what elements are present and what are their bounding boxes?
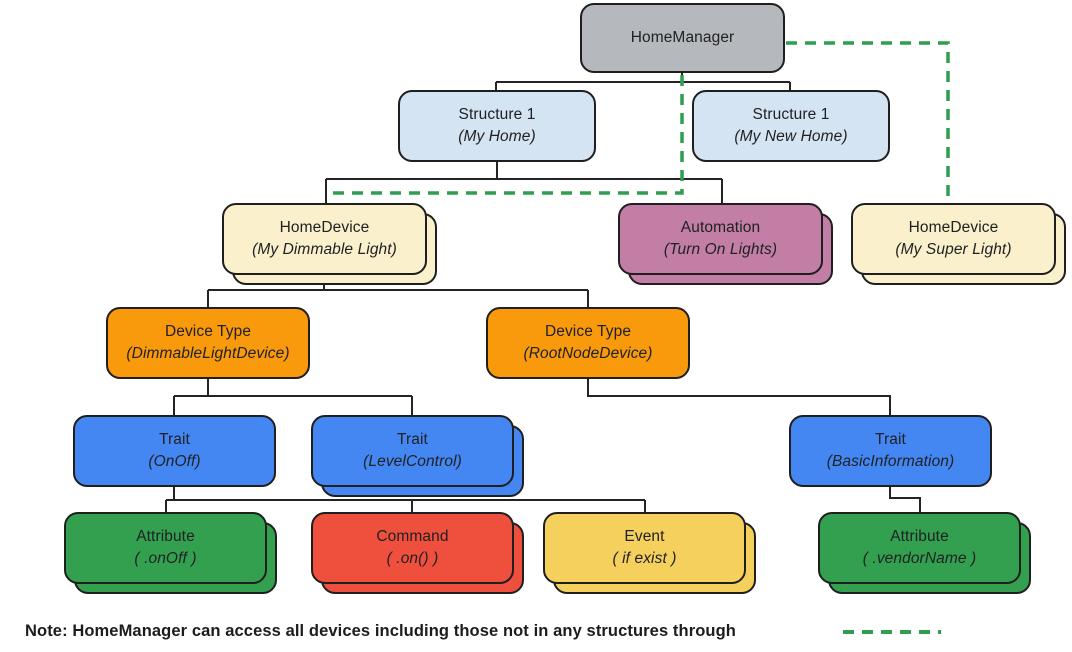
connector-structure-devices: [325, 162, 723, 204]
node-structure-my-home: Structure 1 (My Home): [398, 90, 596, 162]
node-command-on: Command ( .on() ): [311, 512, 514, 584]
node-subtitle: (My New Home): [734, 128, 848, 145]
node-title: Structure 1: [458, 106, 536, 124]
connector-devicetype-traits-left: [173, 379, 413, 416]
node-title: Device Type: [164, 323, 252, 341]
node-structure-my-new-home: Structure 1 (My New Home): [692, 90, 890, 162]
node-event-if-exist: Event ( if exist ): [543, 512, 746, 584]
node-title: Command: [376, 528, 449, 546]
node-subtitle: (RootNodeDevice): [523, 345, 653, 362]
node-subtitle: (My Dimmable Light): [252, 241, 397, 258]
node-subtitle: (My Home): [458, 128, 536, 145]
node-title: HomeDevice: [908, 219, 999, 237]
node-subtitle: (OnOff): [148, 453, 201, 470]
node-automation-turn-on-lights: Automation (Turn On Lights): [618, 203, 823, 275]
node-devicetype-dimmablelightdevice: Device Type (DimmableLightDevice): [106, 307, 310, 379]
footnote-text: Note: HomeManager can access all devices…: [25, 622, 736, 640]
node-subtitle: (DimmableLightDevice): [126, 345, 290, 362]
node-trait-levelcontrol: Trait (LevelControl): [311, 415, 514, 487]
connector-trait-attributes: [165, 487, 646, 513]
node-title: Structure 1: [752, 106, 830, 124]
node-trait-basicinformation: Trait (BasicInformation): [789, 415, 992, 487]
node-title: Attribute: [136, 528, 195, 546]
node-homedevice-my-dimmable-light: HomeDevice (My Dimmable Light): [222, 203, 427, 275]
connector-trait-vendorname: [889, 487, 921, 513]
node-homemanager: HomeManager: [580, 3, 785, 73]
dashed-access-line-dimmable: [326, 75, 684, 195]
node-title: Attribute: [890, 528, 949, 546]
node-title: Automation: [680, 219, 761, 237]
node-subtitle: (My Super Light): [895, 241, 1012, 258]
node-attribute-onoff: Attribute ( .onOff ): [64, 512, 267, 584]
node-title: Device Type: [544, 323, 632, 341]
node-subtitle: (BasicInformation): [826, 453, 955, 470]
node-subtitle: (Turn On Lights): [663, 241, 778, 258]
node-subtitle: ( if exist ): [612, 550, 677, 567]
dashed-access-line-superlight: [786, 41, 950, 202]
connector-homemanager-structures: [495, 73, 791, 91]
node-title: HomeDevice: [279, 219, 370, 237]
node-title: Trait: [875, 431, 906, 449]
node-subtitle: (LevelControl): [363, 453, 462, 470]
node-subtitle: ( .onOff ): [134, 550, 197, 567]
node-homedevice-my-super-light: HomeDevice (My Super Light): [851, 203, 1056, 275]
node-subtitle: ( .on() ): [386, 550, 439, 567]
node-trait-onoff: Trait (OnOff): [73, 415, 276, 487]
node-devicetype-rootnodedevice: Device Type (RootNodeDevice): [486, 307, 690, 379]
node-title: Event: [624, 528, 665, 546]
node-attribute-vendorname: Attribute ( .vendorName ): [818, 512, 1021, 584]
node-title: Trait: [159, 431, 190, 449]
node-subtitle: ( .vendorName ): [862, 550, 977, 567]
footnote: Note: HomeManager can access all devices…: [25, 622, 845, 641]
node-title: HomeManager: [630, 29, 735, 47]
node-title: Trait: [397, 431, 428, 449]
connector-devicetype-trait-right: [587, 379, 891, 416]
